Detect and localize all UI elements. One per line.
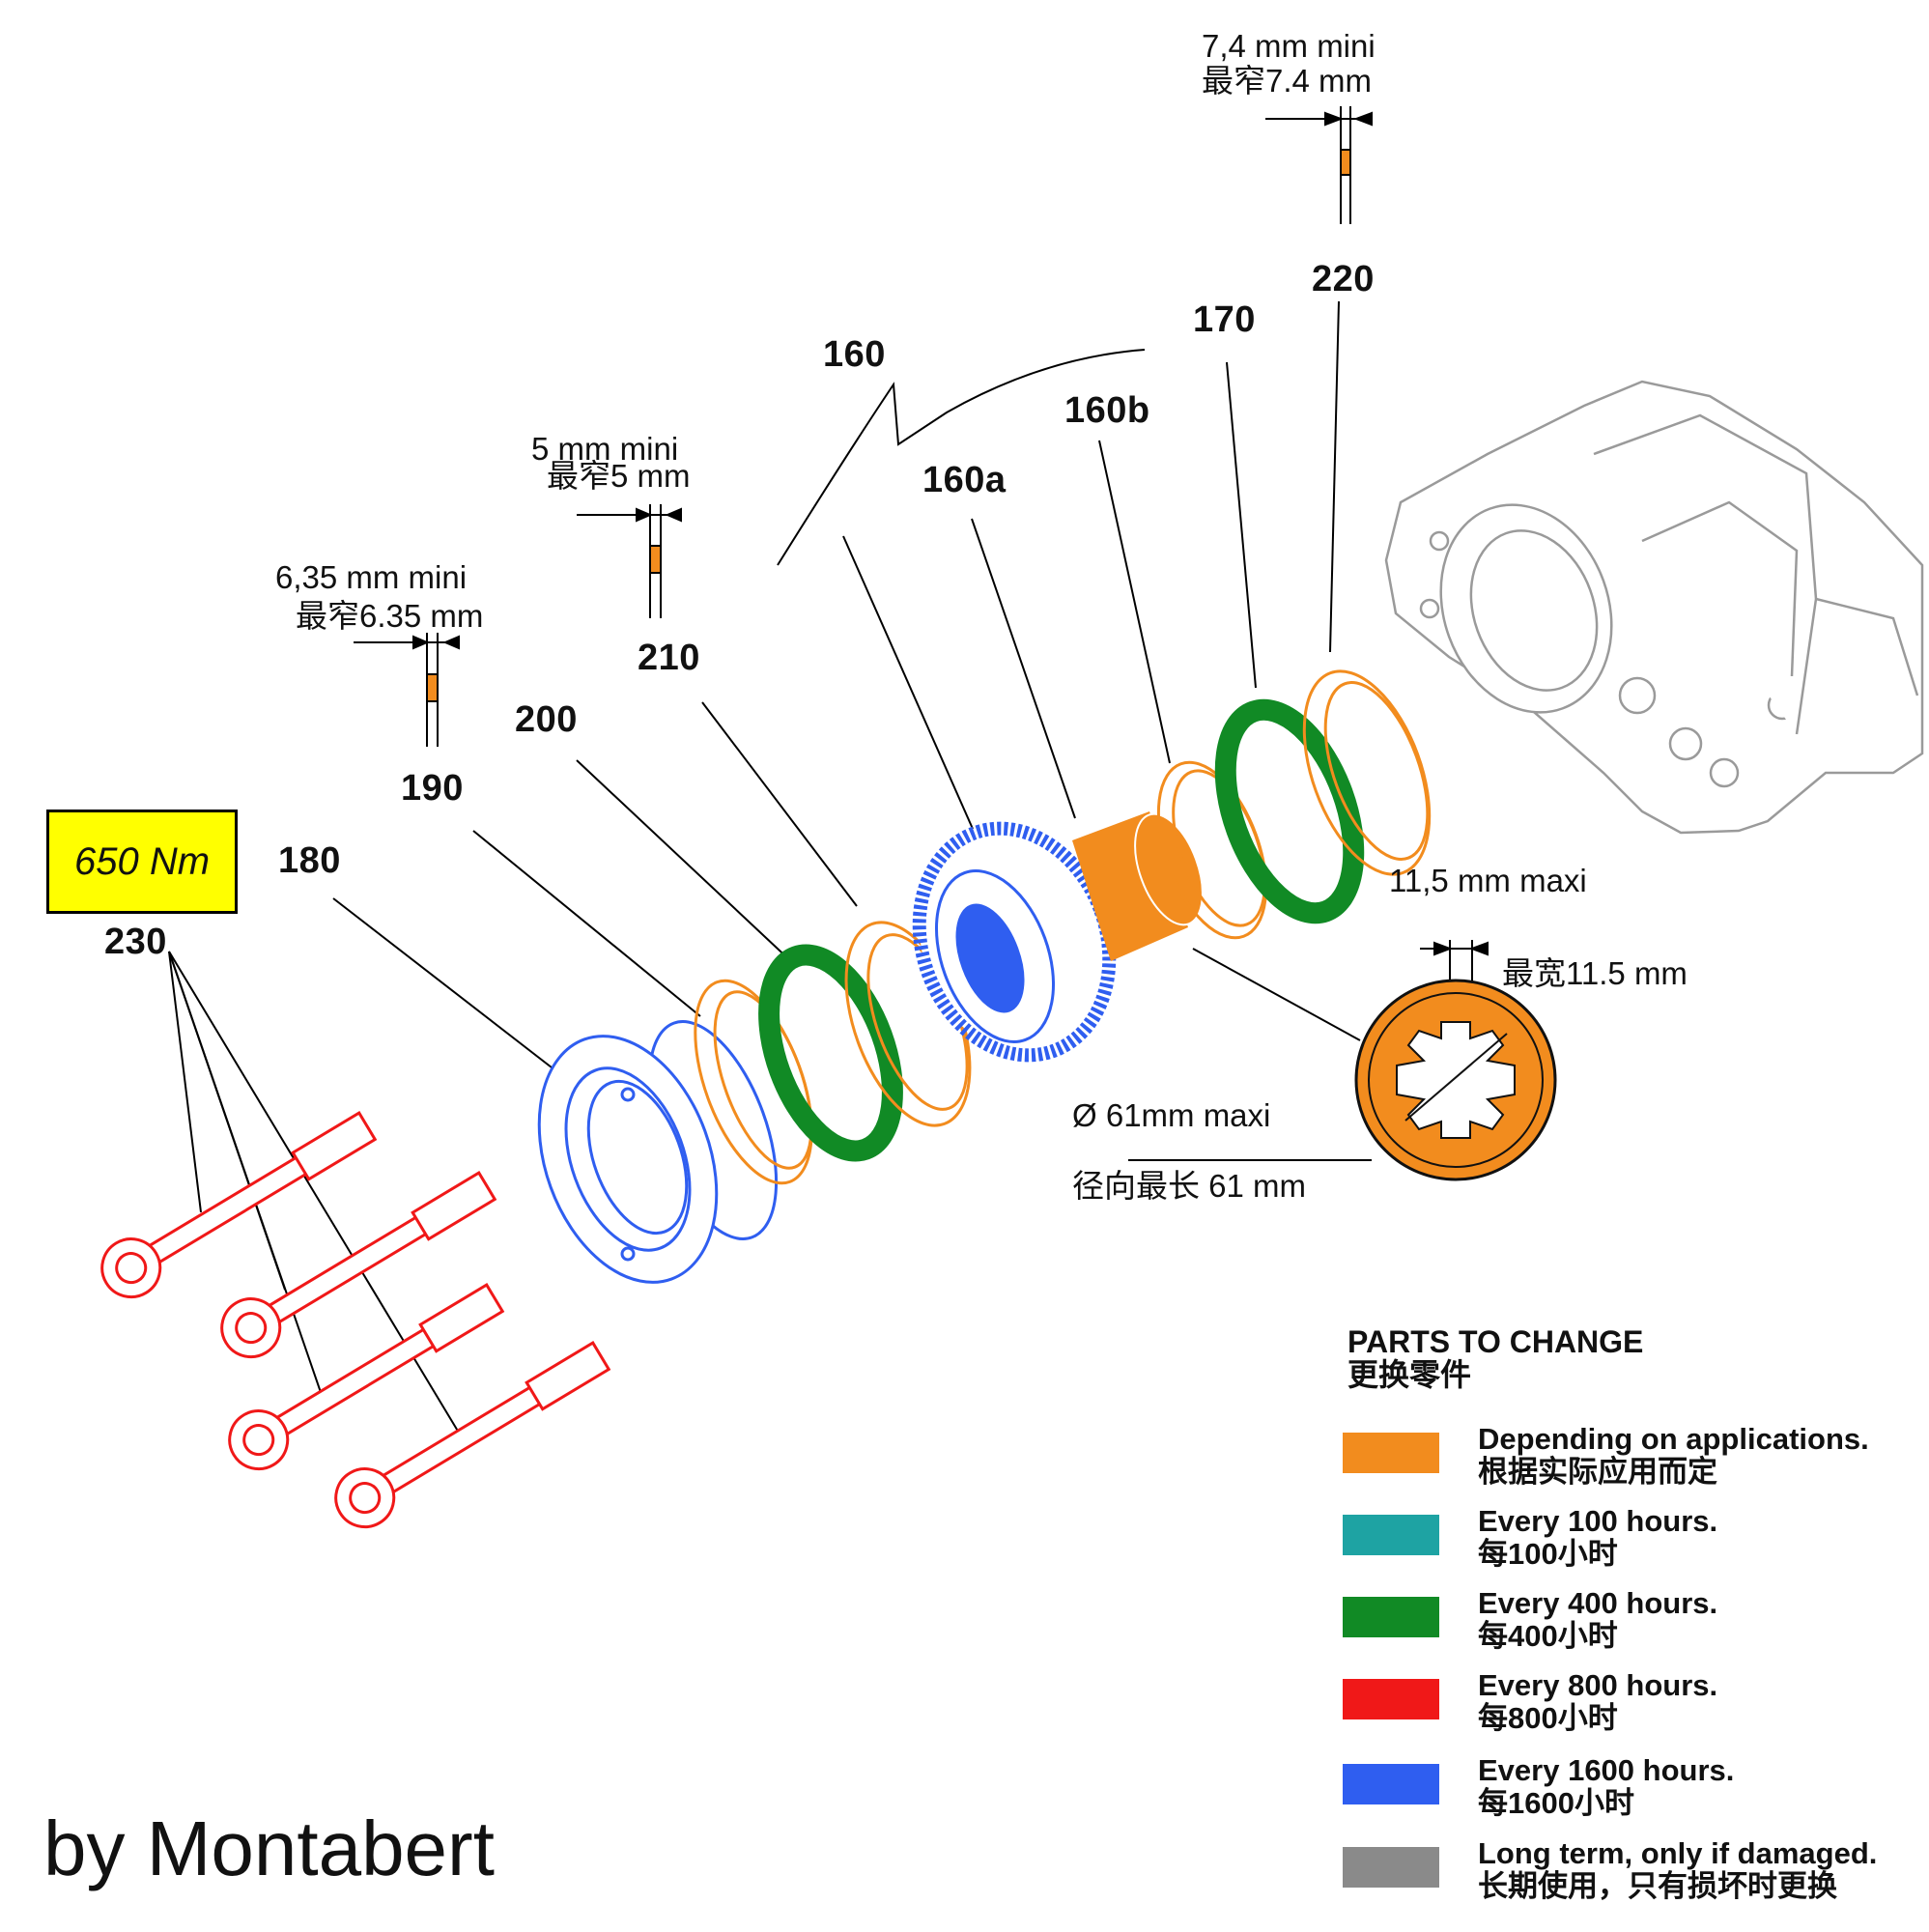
legend-swatch [1343, 1764, 1439, 1804]
leader-lines [168, 300, 1372, 1448]
legend-swatch [1343, 1597, 1439, 1637]
legend-label-en: Long term, only if damaged. [1478, 1836, 1878, 1870]
callout-220: 220 [1312, 259, 1375, 299]
legend-label-en: Every 100 hours. [1478, 1504, 1718, 1538]
callout-160b: 160b [1064, 390, 1150, 431]
ring-190 [694, 979, 813, 1185]
callout-180: 180 [278, 840, 341, 881]
ring-green-2 [1214, 698, 1365, 924]
legend-swatch [1343, 1847, 1439, 1888]
legend-swatch [1343, 1515, 1439, 1555]
credit-text: by Montabert [43, 1805, 495, 1891]
legend-label-en: Depending on applications. [1478, 1422, 1869, 1456]
legend-title-cn: 更换零件 [1347, 1357, 1472, 1392]
legend-title: PARTS TO CHANGE 更换零件 [1347, 1325, 1643, 1391]
dim-width-en: 11,5 mm maxi [1389, 863, 1587, 898]
callout-230: 230 [104, 922, 167, 962]
dim-220-cn: 最窄7.4 mm [1202, 63, 1373, 99]
legend-label-cn: 长期使用，只有损坏时更换 [1478, 1869, 1837, 1903]
callout-170: 170 [1193, 299, 1256, 340]
key-ring-detail [1354, 979, 1557, 1181]
dim-width-cn: 最宽11.5 mm [1502, 955, 1688, 991]
legend-label-cn: 每400小时 [1478, 1619, 1618, 1653]
callout-200: 200 [515, 699, 578, 740]
legend-label-cn: 每1600小时 [1478, 1786, 1634, 1820]
flange-180 [537, 1020, 779, 1284]
callout-190: 190 [401, 768, 464, 809]
legend-label-cn: 每100小时 [1478, 1537, 1618, 1571]
legend-label-en: Every 800 hours. [1478, 1668, 1718, 1702]
dim-190-en: 6,35 mm mini [275, 559, 468, 595]
legend-title-en: PARTS TO CHANGE [1347, 1324, 1644, 1359]
legend-label-en: Every 400 hours. [1478, 1586, 1718, 1620]
legend-swatch [1343, 1679, 1439, 1719]
housing [1384, 380, 1924, 835]
legend-label-cn: 每800小时 [1478, 1701, 1618, 1735]
torque-label: 650 Nm [46, 810, 238, 914]
legend-swatch [1343, 1433, 1439, 1473]
callout-160: 160 [823, 334, 886, 375]
dim-210-en: 5 mm mini [531, 431, 679, 467]
snapring-170 [1156, 760, 1268, 940]
callout-160a: 160a [922, 460, 1007, 500]
legend-label-en: Every 1600 hours. [1478, 1753, 1735, 1787]
legend-label-cn: 根据实际应用而定 [1478, 1455, 1717, 1489]
dim-190-cn: 最窄6.35 mm [296, 598, 484, 634]
callout-210: 210 [638, 638, 700, 678]
dim-diameter-en: Ø 61mm maxi [1072, 1097, 1271, 1133]
gear-160a [912, 821, 1117, 1063]
dim-diameter-cn: 径向最长 61 mm [1072, 1168, 1307, 1204]
bolts-230 [100, 1111, 611, 1529]
ring-220 [1302, 669, 1432, 876]
dim-210-cn: 最窄5 mm [547, 458, 691, 494]
dim-220-en: 7,4 mm mini [1202, 28, 1376, 64]
ring-200 [758, 944, 903, 1162]
thickness-gauges [354, 106, 1489, 1012]
